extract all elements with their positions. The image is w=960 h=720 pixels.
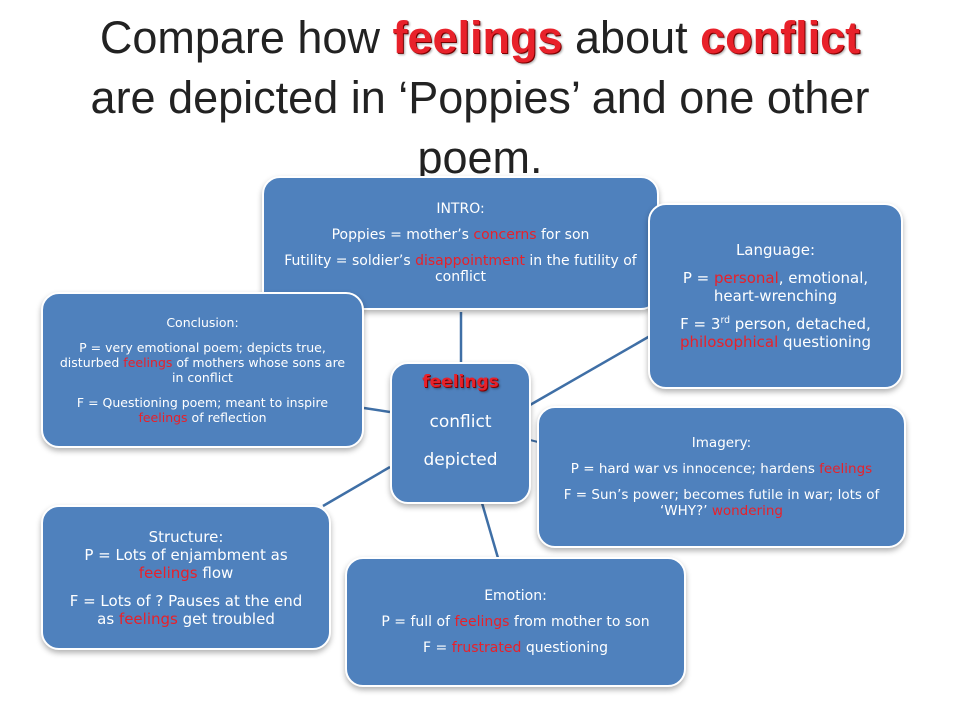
language-heading: Language: [735,241,816,259]
language-line-1-end: , emotional, heart-wrenching [713,269,869,305]
emotion-line-1: P = full of feelings from mother to son [381,614,649,630]
language-line-2: F = 3rd person, detached, philosophical … [666,315,885,351]
structure-box: Structure: P = Lots of enjambment as fee… [41,505,331,650]
intro-line-2-text: Futility = soldier’s [284,253,416,269]
emotion-keyword-frustrated: frustrated [451,640,522,656]
connector-emotion [480,502,500,559]
intro-line-2: Futility = soldier’s disappointment in t… [280,253,641,285]
conclusion-line-1-end: of mothers whose sons are in conflict [172,355,346,385]
imagery-keyword-feelings: feelings [819,461,873,477]
conclusion-line-2-text: F = Questioning poem; meant to inspire [76,395,329,410]
conclusion-keyword-feelings-1: feelings [123,355,173,370]
emotion-line-2: F = frustrated questioning [423,640,608,656]
emotion-box: Emotion: P = full of feelings from mothe… [345,557,686,687]
structure-line-2-end: get troubled [177,609,275,628]
imagery-line-2: F = Sun’s power; becomes futile in war; … [555,487,888,519]
structure-line-1-text: P = Lots of enjambment as [84,545,288,564]
structure-line-1-end: flow [197,563,234,582]
imagery-line-1-text: P = hard war vs innocence; hardens [570,461,820,477]
language-line-2-end: questioning [778,333,872,351]
conclusion-box: Conclusion: P = very emotional poem; dep… [41,292,364,448]
intro-line-2-end: in the futility of conflict [434,253,637,285]
conclusion-line-1: P = very emotional poem; depicts true, d… [59,340,346,385]
language-line-2-mid: person, detached, [730,315,871,333]
conclusion-heading: Conclusion: [166,315,239,330]
title-keyword-conflict: conflict [700,12,861,63]
structure-keyword-feelings-2: feelings [118,609,178,628]
connector-language [529,334,651,407]
emotion-heading: Emotion: [484,588,547,604]
intro-box: INTRO: Poppies = mother’s concerns for s… [262,176,659,310]
slide-title: Compare how feelings about conflict are … [40,8,920,188]
connector-imagery [529,439,539,443]
structure-line-1: P = Lots of enjambment as feelings flow [59,546,313,582]
intro-keyword-concerns: concerns [473,227,537,243]
imagery-line-2-text: F = Sun’s power; becomes futile in war; … [563,487,880,519]
structure-line-2-text: F = Lots of ? Pauses at the end as [69,591,303,628]
title-part-1: Compare how [99,12,393,63]
emotion-line-1-end: from mother to son [509,614,650,630]
center-node: feelings conflict depicted [390,362,531,504]
conclusion-line-1-text: P = very emotional poem; depicts true, d… [59,340,326,370]
language-keyword-philosophical: philosophical [679,333,779,351]
imagery-keyword-wondering: wondering [711,503,783,519]
language-superscript: rd [720,315,730,326]
language-box: Language: P = personal, emotional, heart… [648,203,903,389]
language-line-1-text: P = [682,269,714,287]
connector-structure [322,465,391,508]
intro-line-1-text: Poppies = mother’s [331,227,474,243]
center-word-feelings: feelings [422,372,499,392]
connector-conclusion [363,406,391,414]
structure-heading: Structure: [148,527,224,546]
imagery-heading: Imagery: [691,435,752,451]
conclusion-line-2: F = Questioning poem; meant to inspire f… [59,395,346,425]
center-word-depicted: depicted [423,450,498,470]
language-line-1: P = personal, emotional, heart-wrenching [666,269,885,305]
title-part-2: about [562,12,701,63]
title-keyword-feelings: feelings [392,12,563,63]
conclusion-line-2-end: of reflection [187,410,267,425]
emotion-line-2-text: F = [423,640,452,656]
structure-line-2: F = Lots of ? Pauses at the end as feeli… [59,592,313,628]
imagery-box: Imagery: P = hard war vs innocence; hard… [537,406,906,548]
title-part-3: are depicted in ‘Poppies’ and one other … [90,72,870,183]
center-word-conflict: conflict [429,412,492,432]
intro-heading: INTRO: [436,201,485,217]
emotion-line-2-end: questioning [521,640,608,656]
conclusion-keyword-feelings-2: feelings [138,410,188,425]
intro-line-1-end: for son [536,227,590,243]
language-line-2-text: F = 3 [680,315,721,333]
structure-keyword-feelings-1: feelings [138,563,198,582]
intro-line-1: Poppies = mother’s concerns for son [332,227,590,243]
emotion-keyword-feelings: feelings [454,614,510,630]
language-keyword-personal: personal [713,269,779,287]
imagery-line-1: P = hard war vs innocence; hardens feeli… [571,461,872,477]
emotion-line-1-text: P = full of [381,614,455,630]
intro-keyword-disappointment: disappointment [415,253,525,269]
